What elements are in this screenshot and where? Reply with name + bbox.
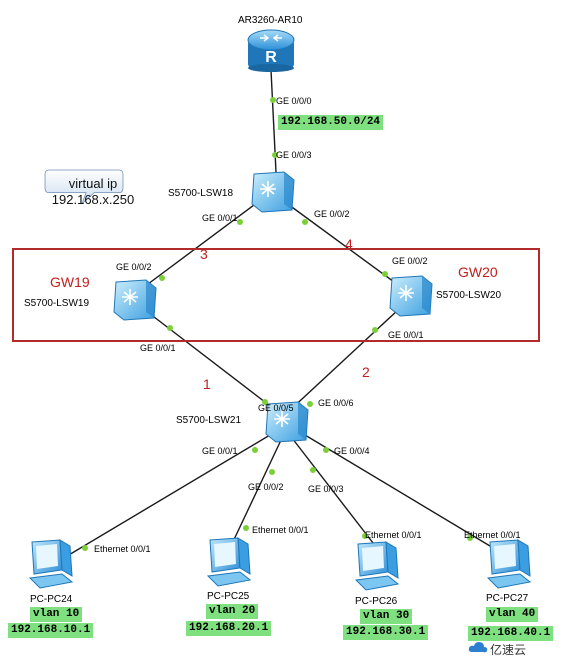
link-number-4: 4 — [345, 236, 353, 252]
link-number-3: 3 — [200, 246, 208, 262]
port-lsw19-ge001: GE 0/0/1 — [140, 343, 176, 353]
gateway-group-box — [12, 248, 540, 342]
port-dot — [243, 525, 249, 531]
link-lsw21-pc24 — [51, 431, 276, 566]
port-dot — [323, 447, 329, 453]
lsw19-name: S5700-LSW19 — [24, 298, 90, 309]
pc-icon-pc24[interactable] — [26, 538, 76, 592]
port-pc26-eth: Ethernet 0/0/1 — [365, 530, 422, 540]
port-dot — [307, 401, 313, 407]
link-lsw21-pc26 — [291, 437, 381, 553]
switch-icon-lsw19[interactable] — [112, 278, 158, 322]
watermark-text: 亿速云 — [490, 643, 527, 657]
link-lsw18-lsw19 — [139, 201, 259, 291]
port-dot — [372, 327, 378, 333]
callout-line-2: 192.168.x.250 — [51, 192, 135, 207]
port-dot — [467, 535, 473, 541]
port-pc25-eth: Ethernet 0/0/1 — [252, 525, 309, 535]
pc-icon-pc25[interactable] — [204, 536, 254, 590]
callout-text: virtual ip 192.168.x.250 — [18, 176, 168, 208]
switch-icon-lsw20[interactable] — [388, 274, 434, 318]
port-lsw21-ge002: GE 0/0/2 — [248, 482, 284, 492]
pc26-name: PC-PC26 — [355, 596, 398, 607]
pc-icon-pc27[interactable] — [484, 538, 534, 592]
port-dot — [167, 325, 173, 331]
pc24-vlan-tag: vlan 10 — [30, 607, 83, 622]
link-lsw20-lsw21 — [287, 309, 399, 413]
port-lsw21-ge001: GE 0/0/1 — [202, 446, 238, 456]
port-dot — [252, 447, 258, 453]
router-icon[interactable]: R — [246, 26, 296, 72]
switch-icon-lsw21[interactable] — [264, 400, 310, 444]
port-lsw21-ge005: GE 0/0/5 — [258, 403, 294, 413]
port-lsw18-ge002: GE 0/0/2 — [314, 209, 350, 219]
port-lsw21-ge003: GE 0/0/3 — [308, 484, 344, 494]
port-dot — [270, 97, 276, 103]
gw19-label: GW19 — [50, 274, 90, 290]
port-ar-ge000: GE 0/0/0 — [276, 96, 312, 106]
port-lsw20-ge002: GE 0/0/2 — [392, 256, 428, 266]
switch-icon-lsw18[interactable] — [250, 170, 296, 214]
pc24-name: PC-PC24 — [30, 594, 73, 605]
port-dot — [302, 219, 308, 225]
virtual-ip-callout — [44, 169, 124, 205]
port-lsw18-ge001: GE 0/0/1 — [202, 213, 238, 223]
port-dot — [269, 469, 275, 475]
callout-line-1: virtual ip — [68, 176, 118, 191]
pc27-vlan-tag: vlan 40 — [486, 607, 539, 622]
lsw21-name: S5700-LSW21 — [176, 415, 242, 426]
link-number-2: 2 — [362, 364, 370, 380]
port-dot — [272, 152, 278, 158]
port-dot — [237, 219, 243, 225]
port-pc27-eth: Ethernet 0/0/1 — [464, 530, 521, 540]
port-lsw21-ge004: GE 0/0/4 — [334, 446, 370, 456]
cloud-logo-icon — [468, 642, 488, 653]
pc25-name: PC-PC25 — [207, 591, 250, 602]
port-dot — [310, 467, 316, 473]
port-dot — [159, 275, 165, 281]
lsw20-name: S5700-LSW20 — [436, 290, 502, 301]
link-lsw21-pc27 — [299, 431, 506, 556]
port-dot — [262, 399, 268, 405]
port-lsw19-ge002: GE 0/0/2 — [116, 262, 152, 272]
port-pc24-eth: Ethernet 0/0/1 — [94, 544, 151, 554]
port-dot — [382, 271, 388, 277]
pc24-gateway-tag: 192.168.10.1 — [8, 623, 94, 638]
pc27-gateway-tag: 192.168.40.1 — [468, 626, 554, 641]
pc25-vlan-tag: vlan 20 — [206, 604, 259, 619]
svg-text:R: R — [265, 49, 277, 66]
port-lsw21-ge006: GE 0/0/6 — [318, 398, 354, 408]
link-number-1: 1 — [203, 376, 211, 392]
port-lsw18-ge003: GE 0/0/3 — [276, 150, 312, 160]
network-tag: 192.168.50.0/24 — [278, 115, 384, 130]
port-dot — [362, 533, 368, 539]
lsw18-name: S5700-LSW18 — [168, 188, 234, 199]
pc-icon-pc26[interactable] — [352, 540, 402, 594]
gw20-label: GW20 — [458, 264, 498, 280]
port-dot — [82, 545, 88, 551]
port-lsw20-ge001: GE 0/0/1 — [388, 330, 424, 340]
pc25-gateway-tag: 192.168.20.1 — [186, 621, 272, 636]
link-lsw19-lsw21 — [144, 309, 279, 413]
pc26-gateway-tag: 192.168.30.1 — [343, 625, 429, 640]
router-name: AR3260-AR10 — [238, 15, 303, 26]
pc26-vlan-tag: vlan 30 — [360, 609, 413, 624]
pc27-name: PC-PC27 — [486, 593, 529, 604]
link-lsw21-pc25 — [229, 437, 283, 549]
